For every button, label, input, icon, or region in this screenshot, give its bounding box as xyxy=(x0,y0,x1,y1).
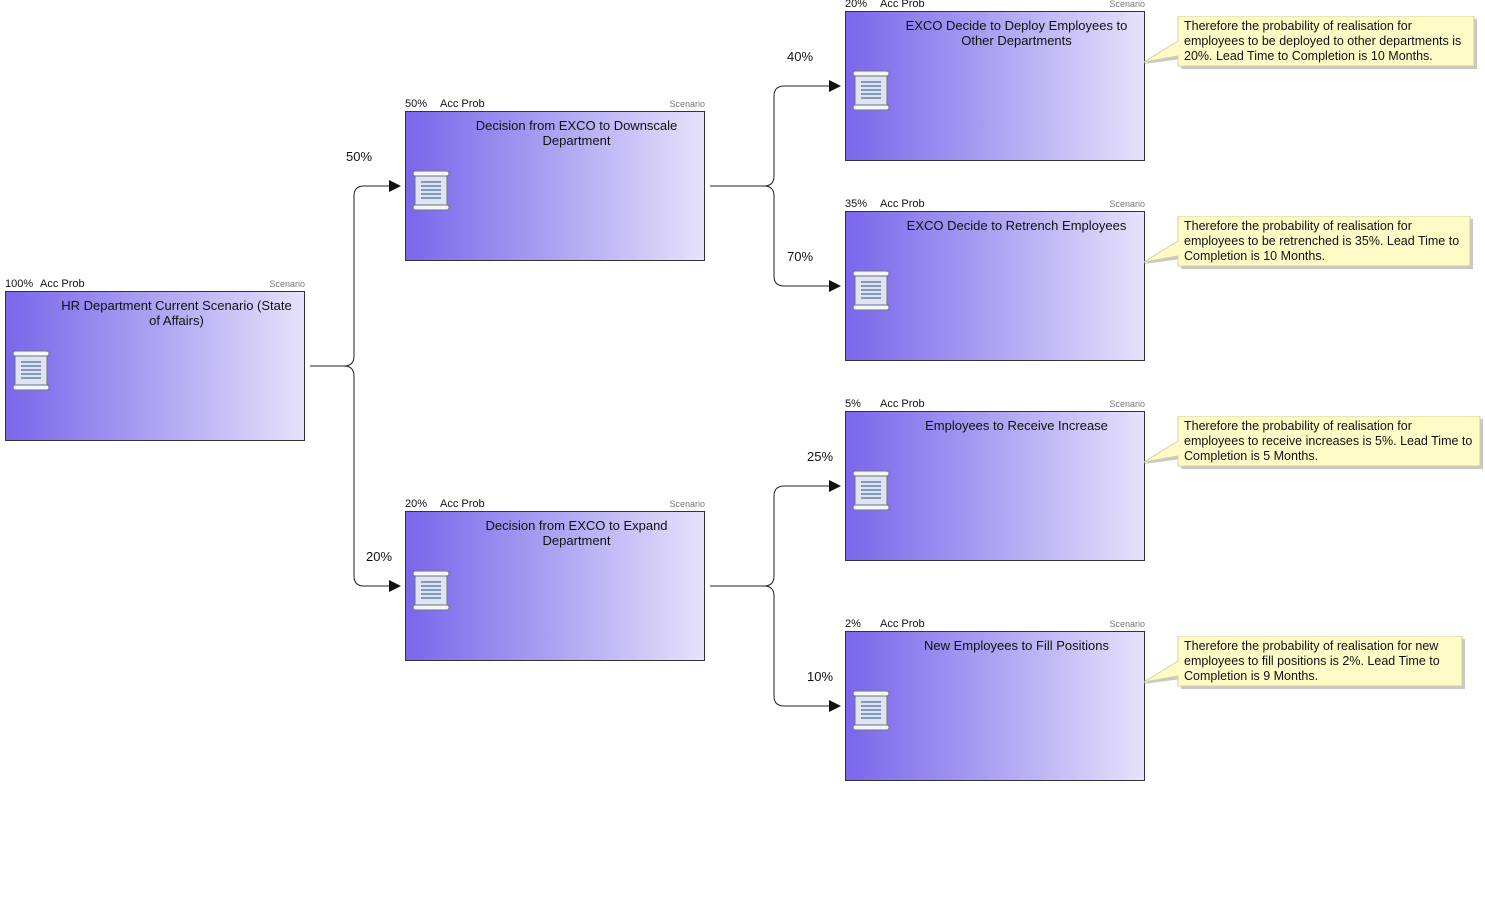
node-type-label: Scenario xyxy=(1109,619,1145,629)
acc-prob-value: 2% xyxy=(845,618,861,630)
scroll-icon xyxy=(412,170,450,211)
connector-downscale-deploy xyxy=(710,80,841,187)
edge-prob-expand-newhires: 10% xyxy=(807,669,834,684)
acc-prob-value: 20% xyxy=(405,498,428,510)
node-header-newhires: 2% Acc Prob Scenario xyxy=(845,618,1145,630)
acc-prob-value: 35% xyxy=(845,198,868,210)
acc-prob-value: 50% xyxy=(405,98,428,110)
node-header-expand: 20% Acc Prob Scenario xyxy=(405,498,705,510)
node-header-root: 100% Acc Prob Scenario xyxy=(5,278,305,290)
node-type-label: Scenario xyxy=(669,99,705,109)
node-title: Employees to Receive Increase xyxy=(925,418,1108,433)
acc-prob-label: Acc Prob xyxy=(40,278,85,290)
node-type-label: Scenario xyxy=(269,279,305,289)
node-header-downscale: 50% Acc Prob Scenario xyxy=(405,98,705,110)
edge-prob-root-expand: 20% xyxy=(366,549,393,564)
edge-prob-downscale-retrench: 70% xyxy=(787,249,814,264)
node-header-retrench: 35% Acc Prob Scenario xyxy=(845,198,1145,210)
note-callout-deploy[interactable]: Therefore the probability of realisation… xyxy=(1144,16,1477,69)
connector-downscale-retrench xyxy=(710,185,841,292)
scenario-node-root[interactable]: HR Department Current Scenario (State of… xyxy=(5,291,305,441)
node-title: New Employees to Fill Positions xyxy=(924,638,1109,653)
acc-prob-value: 100% xyxy=(5,278,34,290)
note-text: Therefore the probability of realisation… xyxy=(1184,639,1440,683)
note-callout-shape xyxy=(1144,416,1483,469)
scenario-node-downscale[interactable]: Decision from EXCO to Downscale Departme… xyxy=(405,111,705,261)
node-type-label: Scenario xyxy=(1109,399,1145,409)
scroll-icon xyxy=(852,70,890,111)
acc-prob-label: Acc Prob xyxy=(880,618,925,630)
scroll-icon xyxy=(412,570,450,611)
acc-prob-label: Acc Prob xyxy=(880,398,925,410)
node-title: EXCO Decide to Deploy Employees to Other… xyxy=(905,18,1128,48)
node-title: Decision from EXCO to Expand Department xyxy=(485,518,668,548)
note-callout-shape xyxy=(1144,636,1465,689)
scroll-icon xyxy=(852,690,890,731)
scenario-node-deploy[interactable]: EXCO Decide to Deploy Employees to Other… xyxy=(845,11,1145,161)
node-title: EXCO Decide to Retrench Employees xyxy=(906,218,1127,233)
node-title: Decision from EXCO to Downscale Departme… xyxy=(475,118,678,148)
note-callout-newhires[interactable]: Therefore the probability of realisation… xyxy=(1144,636,1465,689)
note-text: Therefore the probability of realisation… xyxy=(1184,419,1473,463)
node-header-increase: 5% Acc Prob Scenario xyxy=(845,398,1145,410)
acc-prob-label: Acc Prob xyxy=(880,0,925,10)
scroll-icon xyxy=(12,350,50,391)
node-type-label: Scenario xyxy=(669,499,705,509)
note-callout-shape xyxy=(1144,16,1477,69)
scenario-node-increase[interactable]: Employees to Receive Increase xyxy=(845,411,1145,561)
acc-prob-value: 20% xyxy=(845,0,868,10)
scenario-node-expand[interactable]: Decision from EXCO to Expand Department xyxy=(405,511,705,661)
note-text: Therefore the probability of realisation… xyxy=(1184,219,1460,263)
edge-prob-downscale-deploy: 40% xyxy=(787,49,814,64)
acc-prob-label: Acc Prob xyxy=(440,98,485,110)
edge-prob-root-downscale: 50% xyxy=(346,149,373,164)
note-callout-shape xyxy=(1144,216,1473,269)
acc-prob-value: 5% xyxy=(845,398,861,410)
note-callout-increase[interactable]: Therefore the probability of realisation… xyxy=(1144,416,1483,469)
scenario-node-retrench[interactable]: EXCO Decide to Retrench Employees xyxy=(845,211,1145,361)
connector-root-downscale xyxy=(310,180,401,367)
scroll-icon xyxy=(852,470,890,511)
scroll-icon xyxy=(852,270,890,311)
node-header-deploy: 20% Acc Prob Scenario xyxy=(845,0,1145,10)
note-callout-retrench[interactable]: Therefore the probability of realisation… xyxy=(1144,216,1473,269)
node-title: HR Department Current Scenario (State of… xyxy=(61,298,292,328)
acc-prob-label: Acc Prob xyxy=(440,498,485,510)
connector-expand-increase xyxy=(710,480,841,587)
note-text: Therefore the probability of realisation… xyxy=(1184,19,1462,63)
node-type-label: Scenario xyxy=(1109,199,1145,209)
scenario-node-newhires[interactable]: New Employees to Fill Positions xyxy=(845,631,1145,781)
edge-prob-expand-increase: 25% xyxy=(807,449,834,464)
node-type-label: Scenario xyxy=(1109,0,1145,9)
acc-prob-label: Acc Prob xyxy=(880,198,925,210)
connector-expand-newhires xyxy=(710,585,841,712)
